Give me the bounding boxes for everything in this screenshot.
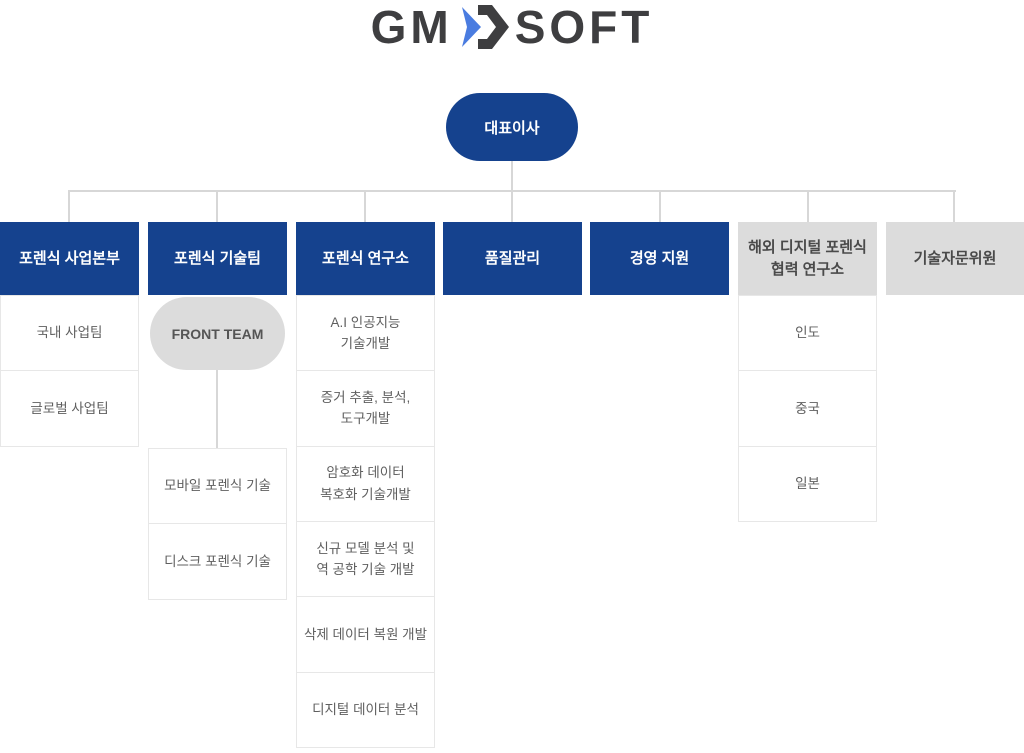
node-quality-control: 품질관리 xyxy=(443,222,582,295)
company-logo: GM SOFT xyxy=(0,0,1024,54)
node-global-business-team: 글로벌 사업팀 xyxy=(0,370,139,447)
connector-ceo xyxy=(511,161,513,191)
node-management-support: 경영 지원 xyxy=(590,222,729,295)
connector-drop-4 xyxy=(511,190,513,222)
node-forensic-business-division: 포렌식 사업본부 xyxy=(0,222,139,295)
business-division-children: 국내 사업팀 글로벌 사업팀 xyxy=(0,295,139,447)
connector-drop-2 xyxy=(216,190,218,222)
connector-drop-7 xyxy=(953,190,955,222)
connector-drop-1 xyxy=(68,190,70,222)
connector-drop-3 xyxy=(364,190,366,222)
node-front-team: FRONT TEAM xyxy=(150,297,285,370)
overseas-children: 인도 중국 일본 xyxy=(738,295,877,522)
node-digital-data-analysis: 디지털 데이터 분석 xyxy=(296,671,435,748)
node-ceo: 대표이사 xyxy=(446,93,578,161)
connector-front-team xyxy=(216,368,218,450)
node-evidence-extraction: 증거 추출, 분석, 도구개발 xyxy=(296,370,435,447)
node-technical-advisory: 기술자문위원 xyxy=(886,222,1024,295)
node-forensic-tech-team: 포렌식 기술팀 xyxy=(148,222,287,295)
tech-team-children: 모바일 포렌식 기술 디스크 포렌식 기술 xyxy=(148,448,287,600)
node-new-model-analysis: 신규 모델 분석 및 역 공학 기술 개발 xyxy=(296,520,435,598)
logo-text-left: GM xyxy=(370,1,453,53)
node-china: 중국 xyxy=(738,370,877,447)
node-ceo-label: 대표이사 xyxy=(484,119,540,137)
d-arrow-icon xyxy=(461,5,509,49)
research-institute-children: A.I 인공지능 기술개발 증거 추출, 분석, 도구개발 암호화 데이터 복호… xyxy=(296,295,435,748)
connector-drop-5 xyxy=(659,190,661,222)
logo-text-right: SOFT xyxy=(514,1,654,53)
node-mobile-forensic-tech: 모바일 포렌식 기술 xyxy=(148,448,287,525)
node-japan: 일본 xyxy=(738,445,877,522)
node-overseas-cooperation-institute: 해외 디지털 포렌식 협력 연구소 xyxy=(738,222,877,295)
connector-drop-6 xyxy=(807,190,809,222)
node-ai-tech-development: A.I 인공지능 기술개발 xyxy=(296,295,435,372)
node-decryption-tech: 암호화 데이터 복호화 기술개발 xyxy=(296,445,435,522)
node-domestic-business-team: 국내 사업팀 xyxy=(0,295,139,372)
node-forensic-research-institute: 포렌식 연구소 xyxy=(296,222,435,295)
node-deleted-data-recovery: 삭제 데이터 복원 개발 xyxy=(296,596,435,673)
node-disk-forensic-tech: 디스크 포렌식 기술 xyxy=(148,523,287,600)
node-india: 인도 xyxy=(738,295,877,372)
